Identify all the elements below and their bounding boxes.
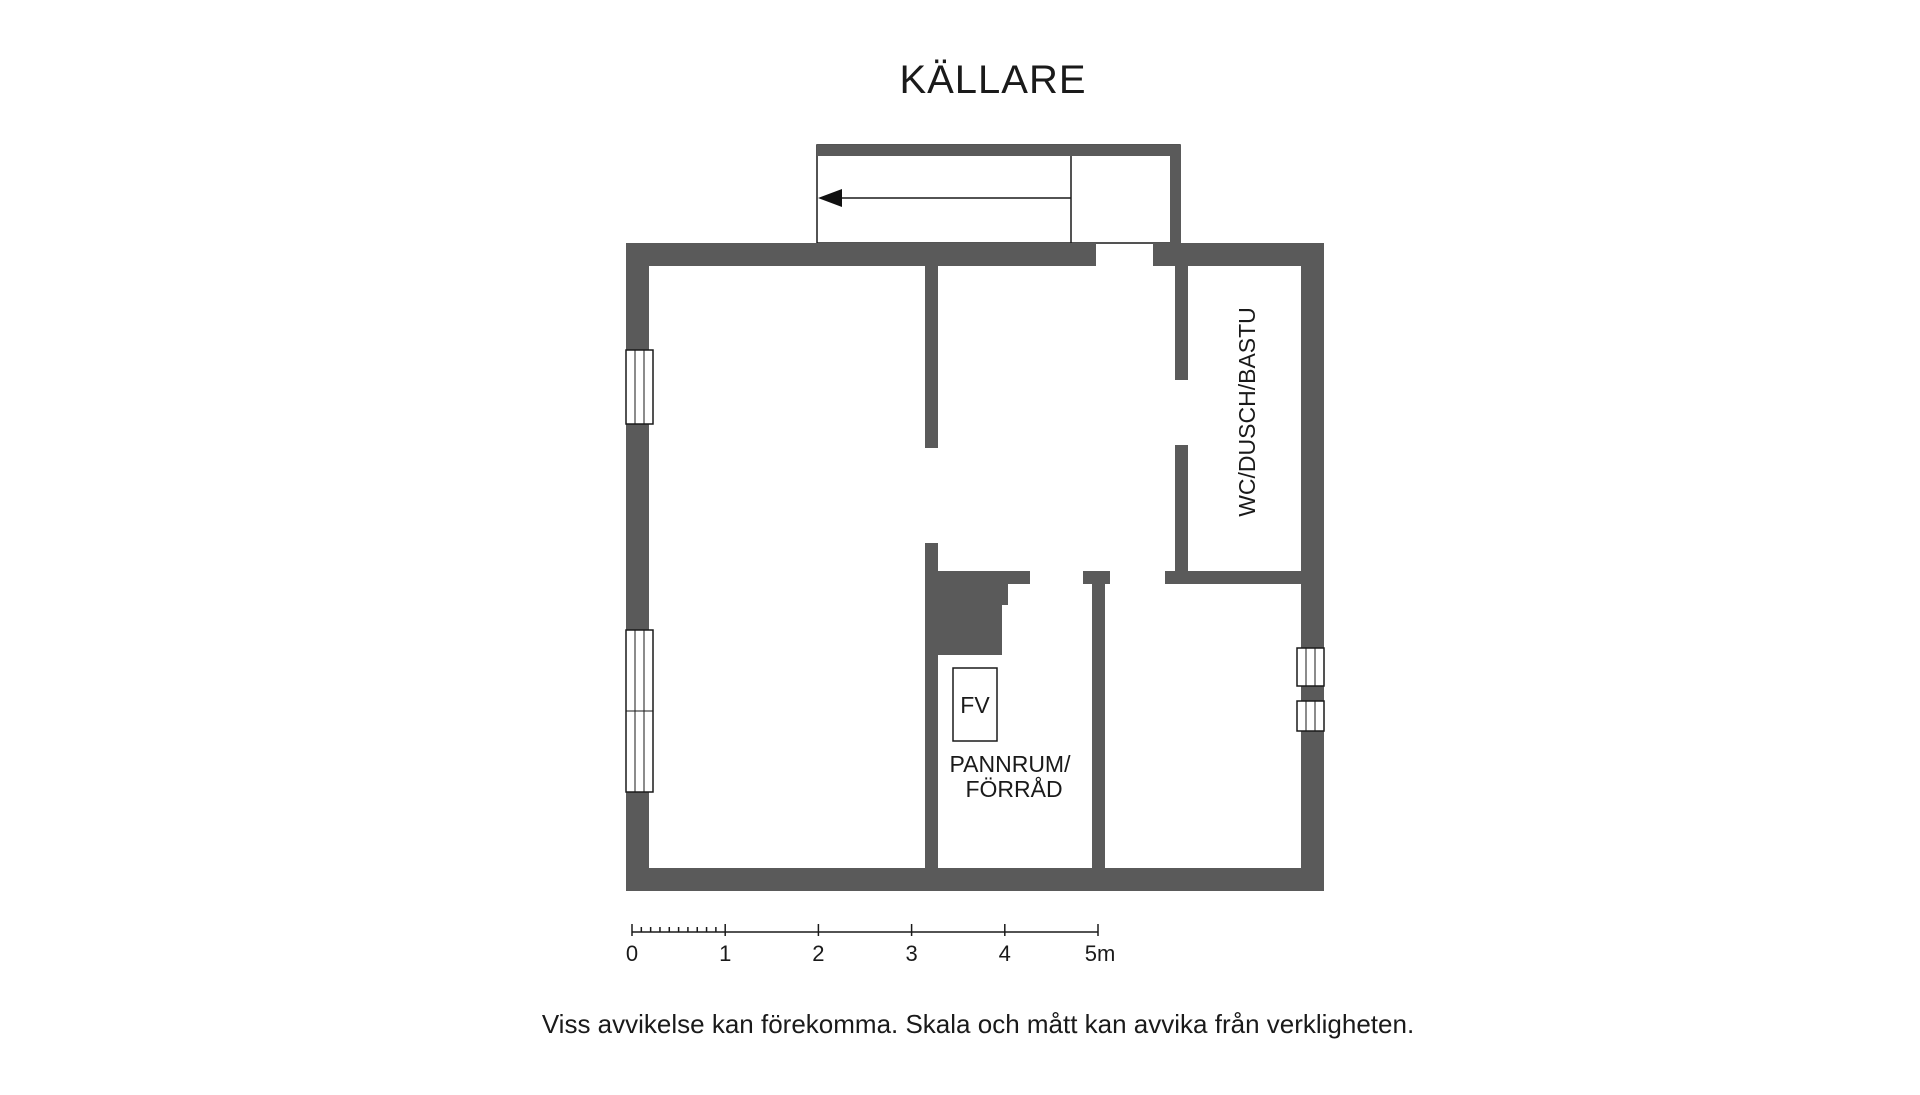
scale-bar-label: 5m [1085,941,1116,966]
boiler-unit-box [952,667,998,742]
window-right-upper [1296,647,1325,687]
window-left-upper [625,349,654,425]
scale-bar-label: 1 [719,941,731,966]
stair-direction-arrow-icon [818,189,842,207]
entrance-stairs [816,144,1181,244]
room-label-boiler-line1: PANNRUM/ [950,751,1072,777]
boiler-unit-label: FV [960,692,990,718]
disclaimer-text: Viss avvikelse kan förekomma. Skala och … [542,1009,1414,1039]
window-left-lower [625,629,654,793]
scale-bar-label: 0 [626,941,638,966]
scale-bar-label: 3 [905,941,917,966]
scale-bar-label: 4 [999,941,1011,966]
walls [626,145,1324,891]
window-right-lower [1296,700,1325,732]
scale-bar: 0 1 2 3 4 5m [626,924,1115,966]
room-label-boiler-line2: FÖRRÅD [965,775,1062,802]
page-title: KÄLLARE [899,58,1086,102]
room-label-bathroom: WC/DUSCH/BASTU [1234,307,1260,517]
scale-bar-label: 2 [812,941,824,966]
